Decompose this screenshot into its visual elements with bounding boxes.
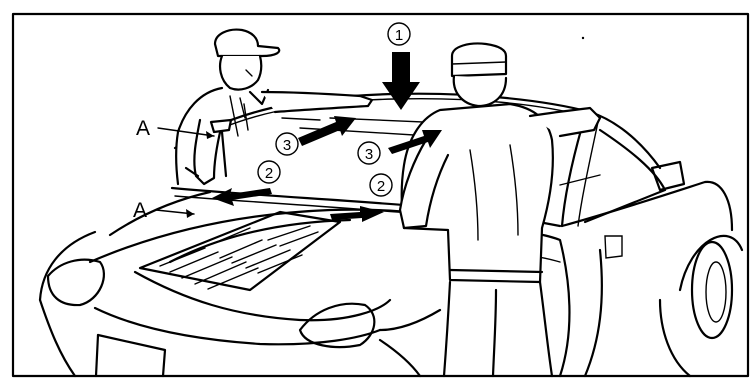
left-worker — [176, 30, 372, 184]
svg-text:2: 2 — [265, 165, 273, 182]
label-a-lower: A — [133, 199, 147, 222]
callout-3-left: 3 — [276, 133, 298, 155]
svg-text:3: 3 — [365, 146, 373, 163]
arrow-step1-down — [382, 52, 420, 110]
callout-3-right: 3 — [358, 142, 380, 164]
svg-text:1: 1 — [395, 27, 403, 44]
callout-2-right: 2 — [370, 174, 392, 196]
callout-1: 1 — [388, 23, 410, 45]
label-a-upper: A — [136, 117, 150, 140]
callout-2-left: 2 — [258, 161, 280, 183]
arrow-step2-left — [212, 188, 272, 206]
svg-text:2: 2 — [377, 178, 385, 195]
speck-mark — [582, 37, 584, 39]
svg-text:3: 3 — [283, 137, 291, 154]
